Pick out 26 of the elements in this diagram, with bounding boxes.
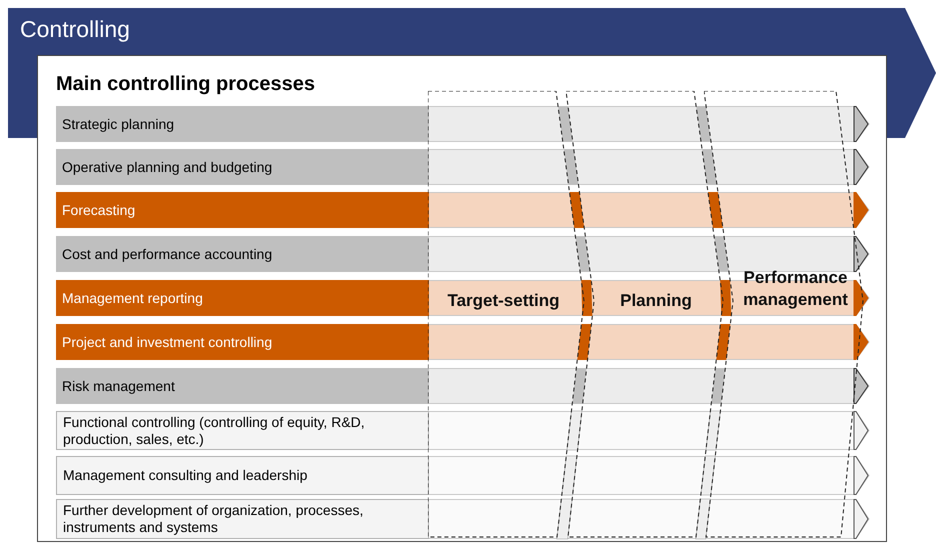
- panel-background: [37, 55, 887, 542]
- process-label: Functional controlling (controlling of equity, R&D, production, sales, etc.): [63, 414, 366, 448]
- process-label: Forecasting: [62, 202, 136, 218]
- phase-label: Target-setting: [446, 290, 561, 312]
- process-bar: [56, 280, 429, 316]
- banner-title: Controlling: [20, 15, 130, 44]
- process-bar: [56, 456, 429, 495]
- process-label: Risk management: [62, 378, 175, 394]
- panel-heading: Main controlling processes: [56, 72, 315, 96]
- process-bar: [56, 192, 429, 228]
- process-bar: [56, 324, 429, 360]
- process-label: Cost and performance accounting: [62, 246, 272, 262]
- process-label: Management consulting and leadership: [63, 467, 308, 484]
- process-label: Operative planning and budgeting: [62, 158, 272, 176]
- process-label: Project and investment controlling: [62, 334, 272, 350]
- process-label: Management reporting: [62, 290, 203, 306]
- process-bar: [56, 499, 429, 539]
- process-bar: [56, 149, 429, 185]
- process-label: Strategic planning: [62, 116, 174, 132]
- phase-label: Performance management: [742, 267, 849, 311]
- process-bar: [56, 368, 429, 404]
- process-bar: [56, 236, 429, 272]
- phase-label: Planning: [619, 290, 693, 312]
- process-label: Further development of organization, processes, instruments and systems: [63, 502, 364, 536]
- process-bar: [56, 411, 429, 450]
- process-bar: [56, 106, 429, 142]
